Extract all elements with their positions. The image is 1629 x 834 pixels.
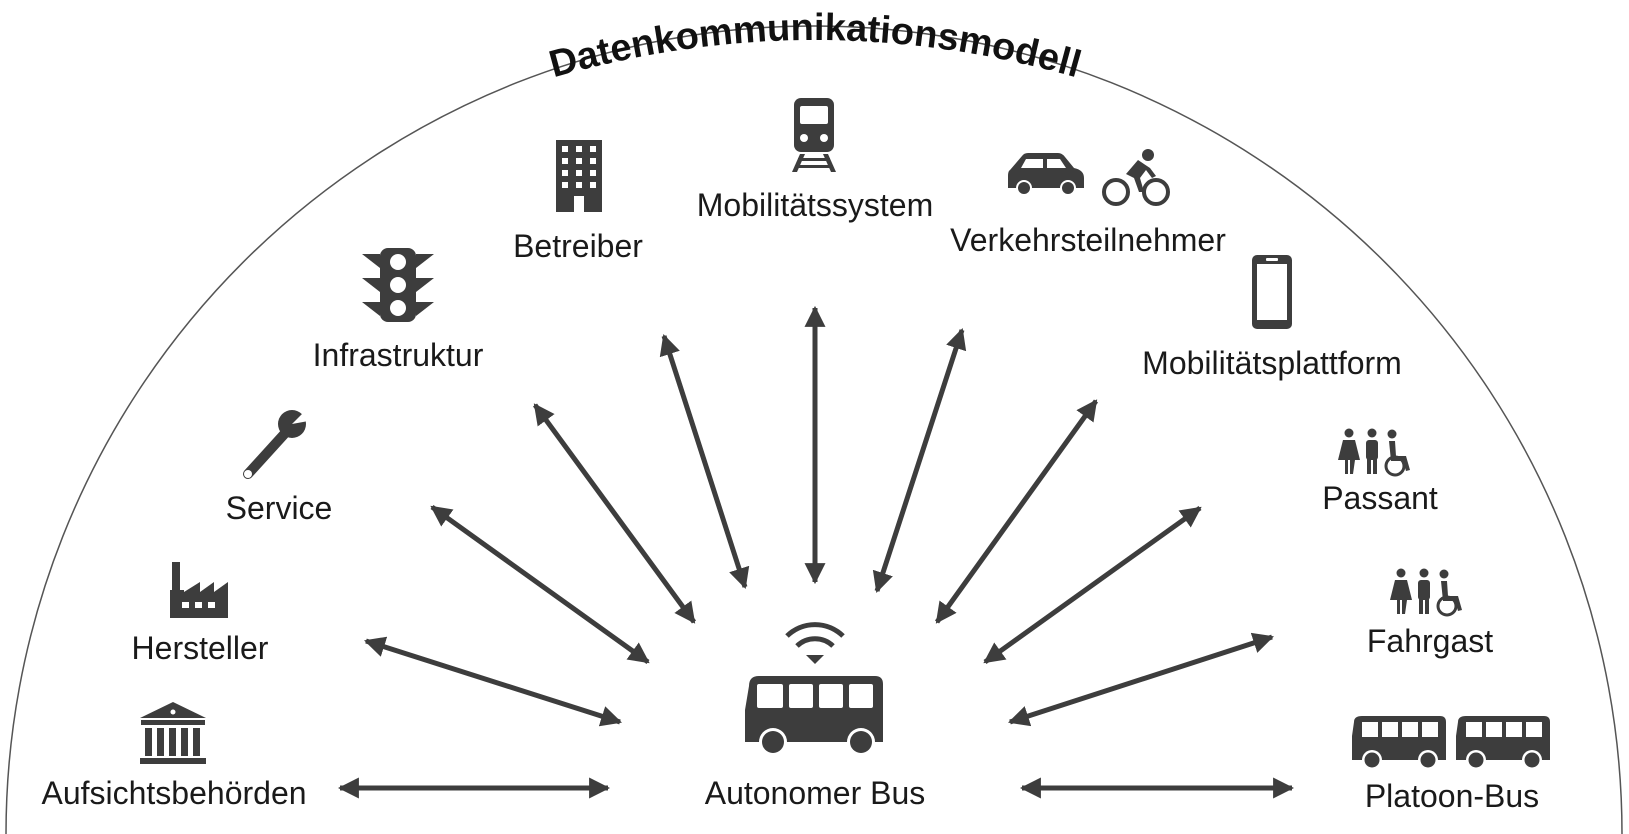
label-infrastruktur: Infrastruktur — [312, 337, 484, 373]
bus-icon — [745, 676, 883, 756]
government-building-icon — [140, 702, 206, 764]
label-aufsichtsbehoerden: Aufsichtsbehörden — [41, 775, 307, 811]
label-fahrgast: Fahrgast — [1366, 623, 1494, 659]
two-buses-icon — [1352, 716, 1550, 770]
label-mobilitaetsplattform: Mobilitätsplattform — [1142, 345, 1402, 381]
passengers-icon — [1390, 568, 1462, 617]
label-autonomer-bus: Autonomer Bus — [704, 775, 926, 811]
arrow-fahrgast — [1008, 632, 1274, 727]
label-verkehrsteilnehmer: Verkehrsteilnehmer — [950, 222, 1226, 258]
factory-icon — [170, 562, 228, 618]
car-and-cyclist-icon — [1008, 149, 1170, 206]
office-building-icon — [556, 140, 602, 212]
arrow-betreiber — [659, 334, 750, 589]
arrow-hersteller — [363, 636, 623, 727]
label-passant: Passant — [1322, 480, 1438, 516]
arrow-service — [430, 504, 650, 665]
arrow-infrastruktur — [532, 403, 697, 624]
label-betreiber: Betreiber — [513, 228, 643, 264]
label-mobilitaetssystem: Mobilitätssystem — [696, 187, 934, 223]
arrow-passant — [983, 505, 1202, 665]
arrow-verkehrsteilnehmer — [872, 328, 967, 593]
smartphone-icon — [1252, 255, 1292, 329]
label-hersteller: Hersteller — [131, 630, 269, 666]
label-platoon-bus: Platoon-Bus — [1364, 778, 1540, 814]
train-icon — [792, 98, 836, 172]
arrow-mobilitaetsplattform — [934, 399, 1099, 624]
pedestrians-icon — [1338, 428, 1410, 477]
traffic-light-icon — [362, 248, 434, 322]
label-service: Service — [225, 490, 333, 526]
wrench-icon — [243, 406, 314, 479]
boundary-arc — [5, 25, 1623, 834]
diagram-title: Datenkommunikationsmodell — [545, 7, 1086, 86]
wifi-icon — [785, 622, 845, 664]
